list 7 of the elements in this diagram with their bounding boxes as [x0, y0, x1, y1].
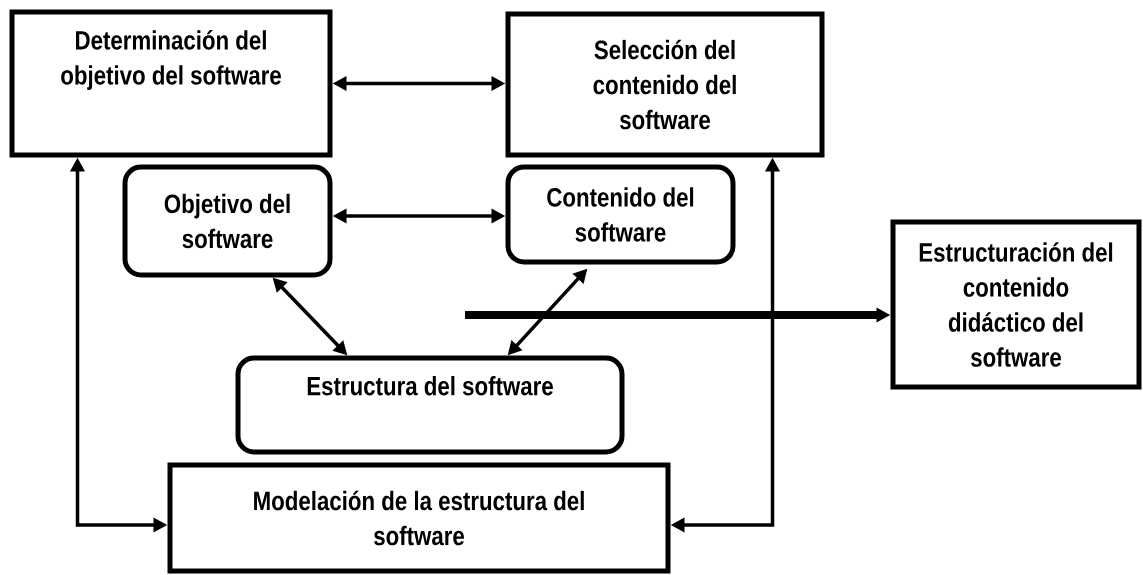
rounded-box: Contenido del software — [505, 164, 736, 265]
process-box: Modelación de la estructura del software — [167, 462, 671, 574]
process-box: Selección del contenido del software — [505, 11, 825, 158]
rounded-box: Estructura del software — [235, 355, 625, 455]
process-box: Determinación del objetivo del software — [9, 9, 333, 158]
rounded-box: Objetivo del software — [122, 164, 333, 278]
process-box: Estructuración del contenido didáctico del software — [890, 219, 1142, 390]
